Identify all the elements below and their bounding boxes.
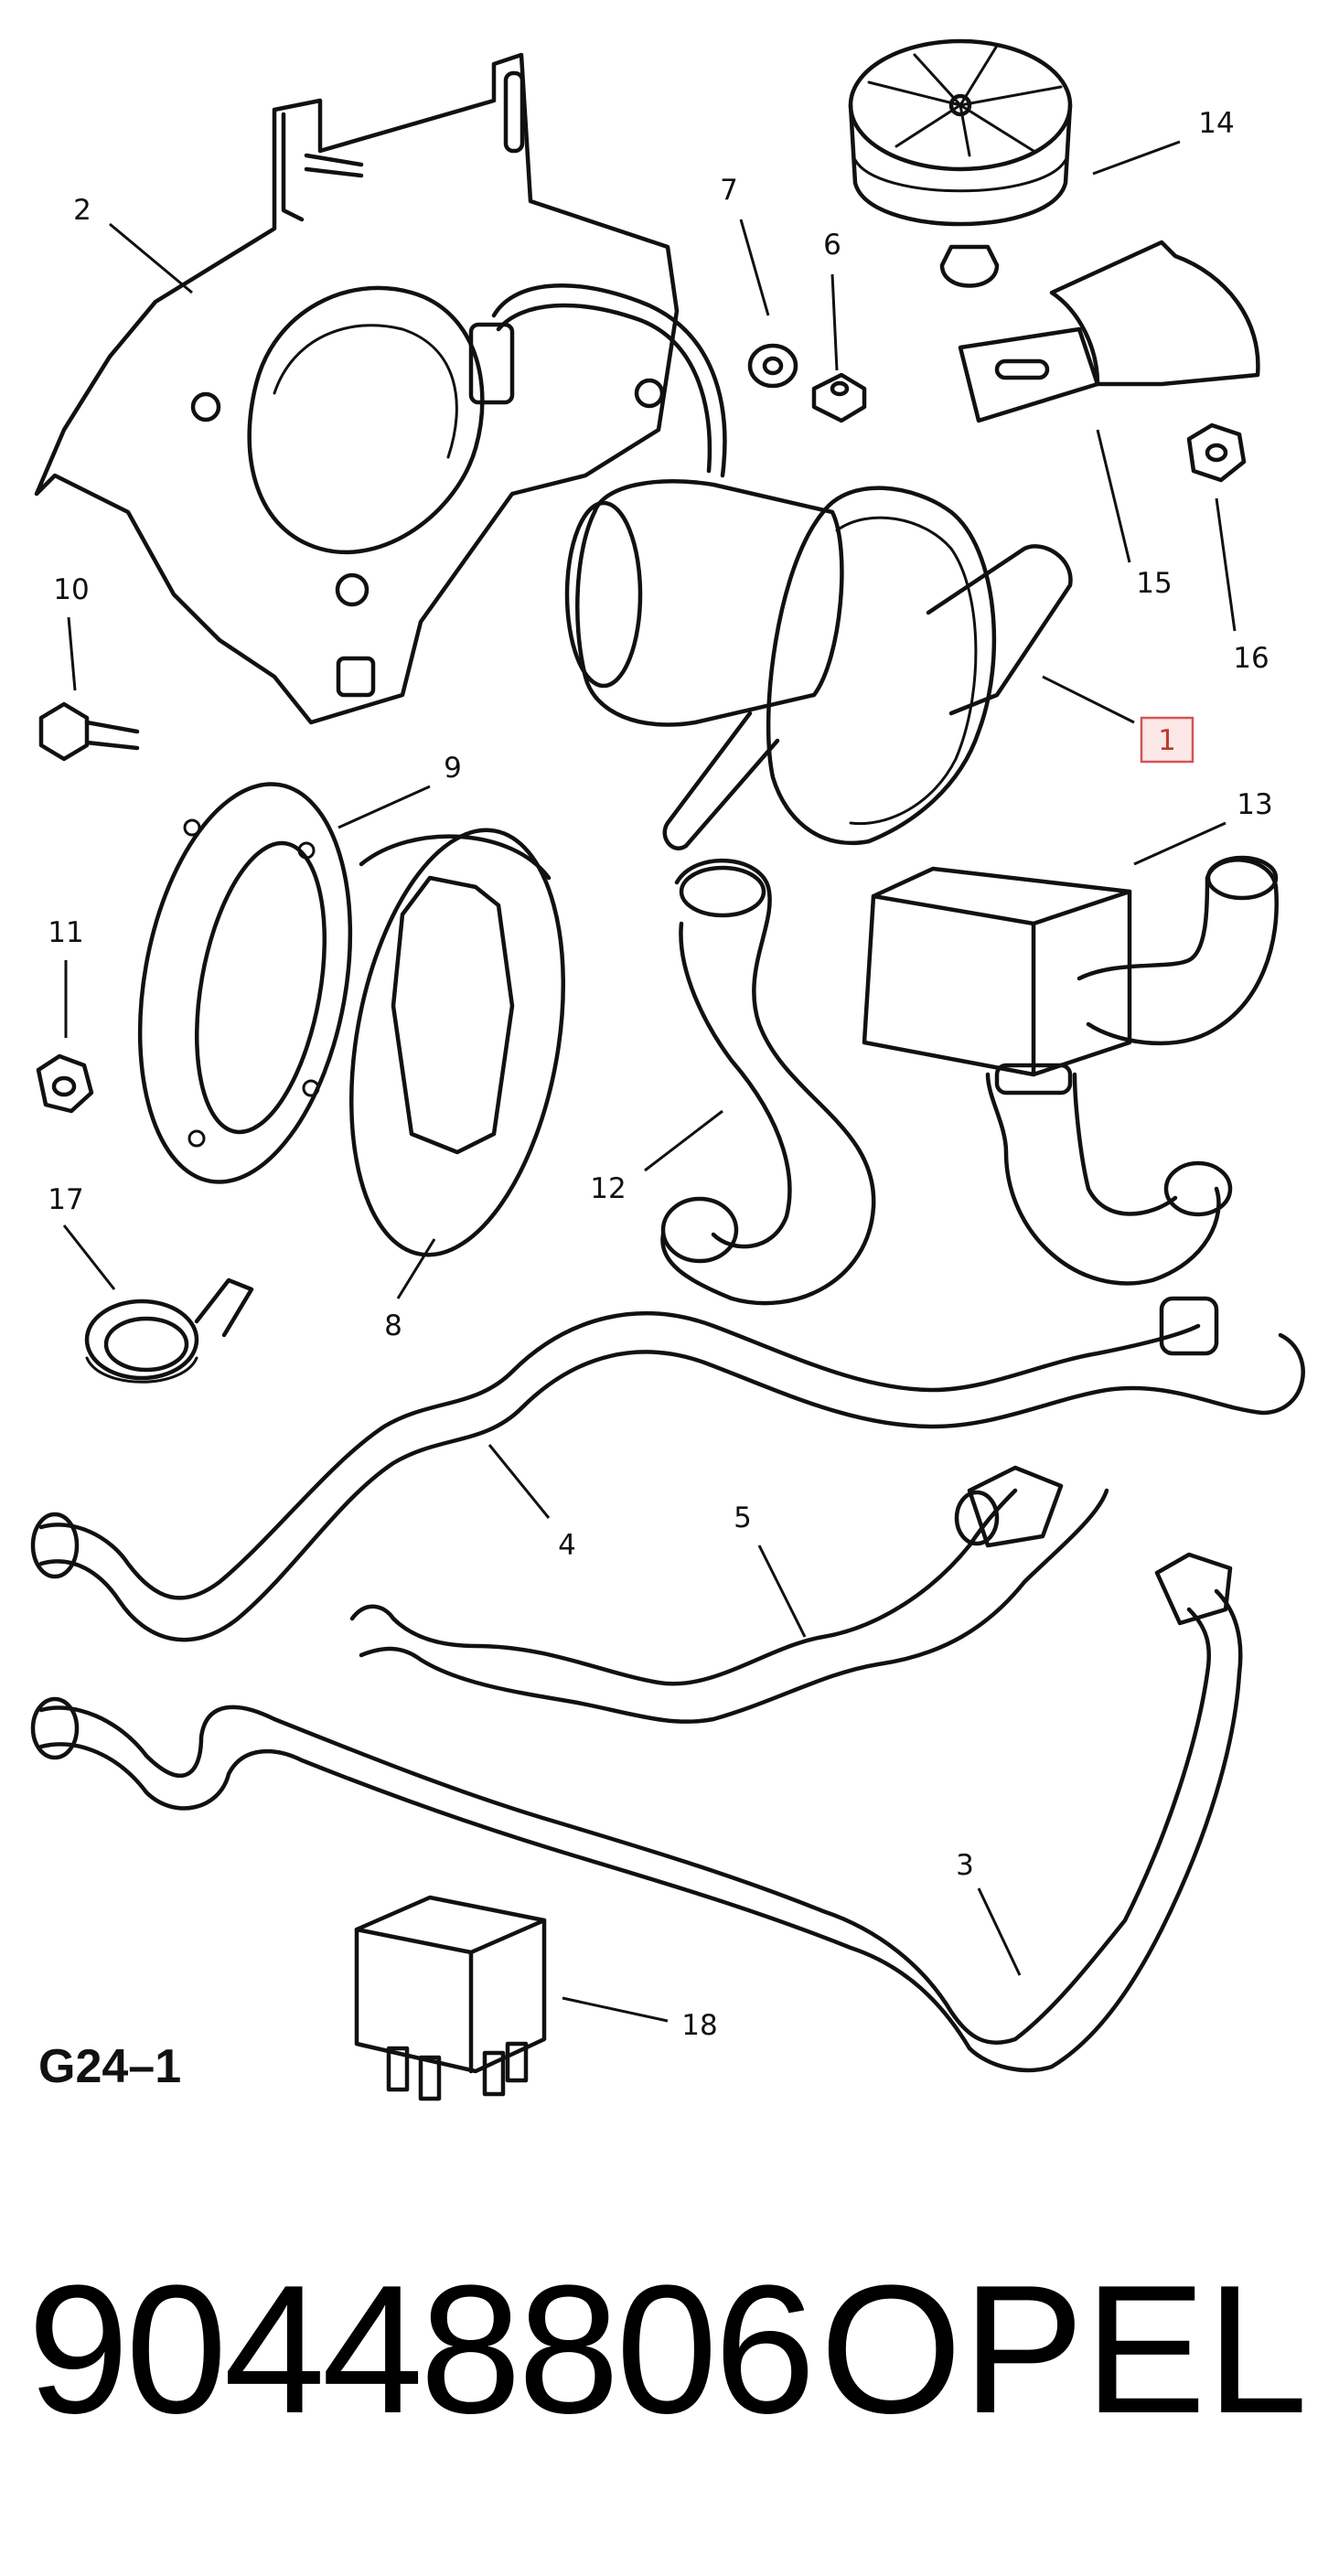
parts-diagram: 1 2 3 4 5 6 7 8 9 10 11 12 13 14 15 16 1… [30, 38, 1305, 2101]
bracket-plate-drawing [34, 52, 727, 725]
hose-5-drawing [349, 1465, 1109, 1724]
callout-5[interactable]: 5 [734, 1502, 752, 1534]
callout-1-highlight-box [1140, 716, 1194, 764]
callout-leaders [62, 140, 1237, 2023]
strap-bracket-drawing [958, 240, 1260, 423]
bolt-drawing [38, 701, 140, 762]
hose-clamp-drawing [84, 1277, 254, 1384]
callout-1[interactable]: 1 [1158, 724, 1176, 757]
callout-4[interactable]: 4 [558, 1529, 576, 1562]
callout-13[interactable]: 13 [1237, 788, 1272, 821]
damper-ring-drawing [348, 828, 566, 1257]
callout-10[interactable]: 10 [53, 573, 89, 606]
relay-drawing [354, 1895, 547, 2101]
callout-18[interactable]: 18 [681, 2009, 717, 2042]
air-pump-drawing [564, 479, 1073, 850]
footer: 90448806 OPEL [0, 2240, 1339, 2460]
hex-nut-drawing [36, 1053, 94, 1114]
part-number: 90448806 [27, 2248, 816, 2452]
figure-code: G24–1 [38, 2040, 182, 2093]
callout-7[interactable]: 7 [720, 174, 738, 207]
callout-11[interactable]: 11 [48, 916, 83, 949]
callout-14[interactable]: 14 [1198, 107, 1234, 140]
callout-3[interactable]: 3 [956, 1849, 974, 1882]
callout-labels: 1 2 3 4 5 6 7 8 9 10 11 12 13 14 15 16 1… [48, 107, 1272, 2042]
callout-12[interactable]: 12 [590, 1172, 626, 1205]
washer-and-nut-drawing [747, 343, 867, 423]
flange-nut-drawing [1186, 422, 1247, 483]
air-filter-drawing [848, 38, 1073, 288]
callout-16[interactable]: 16 [1233, 642, 1269, 675]
callout-6[interactable]: 6 [823, 229, 841, 262]
gasket-ring-drawing [137, 782, 353, 1184]
callout-8[interactable]: 8 [384, 1309, 402, 1342]
callout-17[interactable]: 17 [48, 1183, 83, 1216]
callout-2[interactable]: 2 [73, 194, 91, 227]
long-hose-3-drawing [30, 1552, 1243, 2073]
long-hose-4-drawing [30, 1296, 1305, 1642]
brand-name: OPEL [819, 2248, 1308, 2452]
check-valve-drawing [862, 855, 1279, 1286]
callout-15[interactable]: 15 [1136, 567, 1172, 600]
s-hose-drawing [660, 858, 876, 1306]
callout-9[interactable]: 9 [444, 752, 462, 785]
